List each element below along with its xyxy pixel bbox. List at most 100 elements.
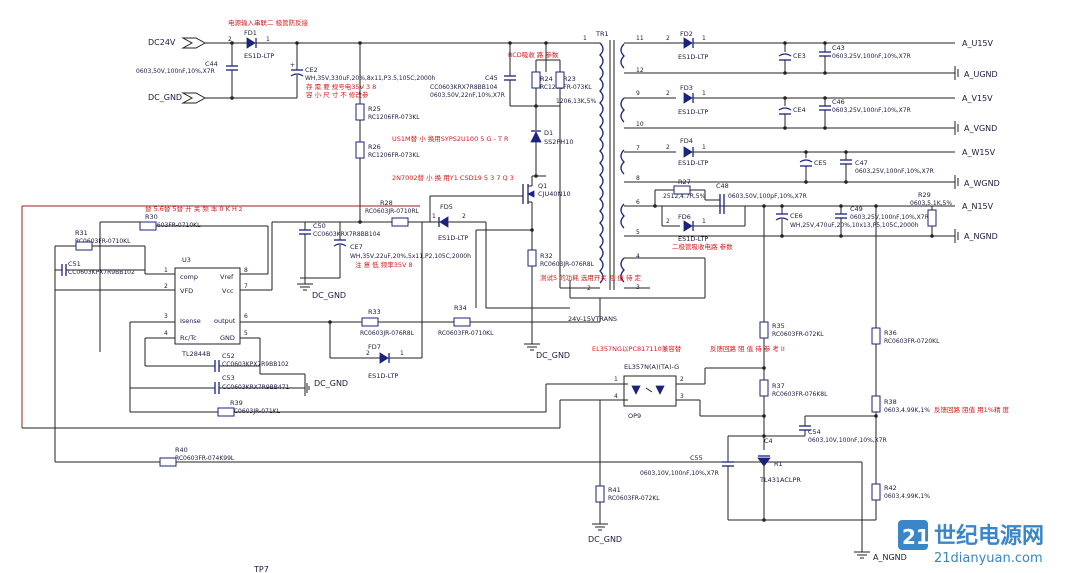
c43-val: 0603,25V,100nF,10%,X7R bbox=[832, 53, 911, 60]
svg-text:7: 7 bbox=[636, 145, 640, 152]
u3-pin-rctc: Rc/Tc bbox=[180, 334, 197, 342]
c51-ref: C51 bbox=[68, 260, 81, 268]
note-cap-size-2: 容 小 尺 寸 不 修改参 bbox=[306, 90, 369, 99]
ce4-ref: CE4 bbox=[793, 106, 806, 114]
svg-text:1: 1 bbox=[400, 350, 404, 357]
fd6-val: ES1D-LTP bbox=[678, 235, 708, 243]
r28-val: RC0603JR-0710RL bbox=[365, 208, 420, 215]
r38-ref: R38 bbox=[884, 398, 897, 406]
mosfet-q1: 2N7002替 小 换 用Y1 CSD19 5 3 7 Q 3 Q1 CJU40… bbox=[392, 173, 595, 360]
net-a-v15v: A_V15V bbox=[962, 94, 993, 103]
svg-text:1: 1 bbox=[702, 35, 706, 42]
tr1-val: 24V-15VTRANS bbox=[568, 315, 617, 323]
rail-n15v: R27 2512,4.7R,5% C48 0603,50V,100pF,10%,… bbox=[624, 178, 998, 251]
r41-ref: R41 bbox=[608, 486, 621, 494]
c44-ref: C44 bbox=[205, 60, 218, 68]
r30-resistor bbox=[139, 221, 157, 231]
net-dc-gnd-mid: DC_GND bbox=[312, 291, 346, 300]
svg-text:2: 2 bbox=[462, 213, 466, 220]
c48-ref: C48 bbox=[716, 182, 729, 190]
u3-ref: U3 bbox=[182, 256, 191, 264]
r27-ref: R27 bbox=[678, 178, 691, 186]
net-a-vgnd: A_VGND bbox=[964, 124, 997, 133]
r35-ref: R35 bbox=[772, 322, 785, 330]
svg-text:2: 2 bbox=[666, 35, 670, 42]
svg-text:3: 3 bbox=[680, 393, 684, 400]
r29-ref: R29 bbox=[918, 191, 931, 199]
note-2n7002: 2N7002替 小 换 用Y1 CSD19 5 3 7 Q 3 bbox=[392, 173, 514, 182]
r36-val: RC0603FR-0720KL bbox=[884, 338, 940, 345]
r33-val: RC0603JR-076R8L bbox=[360, 330, 415, 337]
c55-ref: C55 bbox=[690, 454, 703, 462]
fd5-diode bbox=[439, 216, 449, 228]
r24-resistor bbox=[531, 71, 541, 89]
r40-branch: R40 RC0603FR-074K99L TP7 bbox=[54, 290, 862, 573]
r34-val: RC0603FR-0710KL bbox=[438, 330, 494, 337]
r24-ref: R24 bbox=[540, 75, 553, 83]
c54-val: 0603,10V,100nF,10%,X7R bbox=[808, 437, 887, 444]
optocoupler-op9: EL357NG以PC817110兼容替 反馈回路 阻 值 待 参 考 II EL… bbox=[588, 344, 785, 544]
r1-ref: R1 bbox=[774, 460, 783, 468]
svg-text:5: 5 bbox=[636, 229, 640, 236]
net-a-ngnd: A_NGND bbox=[964, 232, 998, 241]
note-rcd: RCD吸收 路 参数 bbox=[508, 50, 559, 59]
r25-ref: R25 bbox=[368, 105, 381, 113]
net-a-ngnd-bottom: A_NGND bbox=[873, 553, 907, 562]
r29-val: 0603,5.1K,5% bbox=[910, 200, 952, 207]
svg-text:8: 8 bbox=[636, 175, 640, 182]
r26-resistor bbox=[355, 141, 365, 159]
fd7-ref: FD7 bbox=[368, 343, 381, 351]
rcd-snubber: RCD吸收 路 参数 C45 CC0603KRX7R8BB104 0603,50… bbox=[392, 43, 596, 178]
svg-text:12: 12 bbox=[636, 67, 644, 74]
ce3-ref: CE3 bbox=[793, 52, 806, 60]
svg-text:+: + bbox=[290, 62, 295, 69]
r31-val: RC0603FR-0710KL bbox=[75, 238, 131, 245]
ce7-val: WH,35V,22uF,20%,5x11,P2,105C,2000h bbox=[350, 253, 471, 260]
svg-text:8: 8 bbox=[244, 267, 248, 274]
r40-val: RC0603FR-074K99L bbox=[175, 455, 235, 462]
note-feedback-1: 反馈回路 阻 值 待 参 考 II bbox=[710, 344, 785, 353]
port-dc-gnd bbox=[181, 92, 207, 104]
u3-pin-vfd: VFD bbox=[180, 287, 193, 295]
ce2-ref: CE2 bbox=[305, 66, 318, 74]
u3-pin-output: output bbox=[214, 317, 236, 325]
r32-resistor bbox=[527, 249, 537, 267]
r38-resistor bbox=[871, 395, 881, 413]
ce7-ref: CE7 bbox=[350, 243, 363, 251]
r41-val: RC0603FR-072KL bbox=[608, 495, 660, 502]
c49-ref: C49 bbox=[850, 205, 863, 213]
c45-val: CC0603KRX7R8BB104 bbox=[430, 84, 498, 91]
c50-ref: C50 bbox=[313, 222, 326, 230]
r41-resistor bbox=[595, 485, 605, 503]
r31-resistor bbox=[75, 241, 93, 251]
r37-val: RC0603FR-076K8L bbox=[772, 391, 828, 398]
svg-text:1: 1 bbox=[702, 90, 706, 97]
c44-val: 0603,50V,100nF,10%,X7R bbox=[136, 68, 215, 75]
c4-ref: C4 bbox=[764, 437, 773, 445]
fd1-val: ES1D-LTP bbox=[244, 52, 274, 60]
c51-val: CC0603KPX7R9BB102 bbox=[68, 269, 135, 276]
svg-text:2: 2 bbox=[680, 376, 684, 383]
svg-text:4: 4 bbox=[164, 330, 168, 337]
fd5-ref: FD5 bbox=[440, 203, 453, 211]
r42-val: 0603,4.99K,1% bbox=[884, 493, 930, 500]
c45-ref: C45 bbox=[485, 74, 498, 82]
c48-val: 0603,50V,100pF,10%,X7R bbox=[728, 193, 807, 200]
transformer-tr1: TR1 1 2 11 12 9 10 7 8 6 5 4 3 24V-15VTR… bbox=[559, 30, 644, 323]
svg-text:6: 6 bbox=[244, 313, 248, 320]
note-cap-size-1: 存 需 要 规号电35V 3 8 bbox=[306, 82, 376, 91]
ce6-val: WH,25V,470uF,20%,10x13,P5,105C,2000h bbox=[790, 222, 919, 229]
ce5-ref: CE5 bbox=[814, 159, 827, 167]
c53-val: CC0603KRX7R9BB471 bbox=[222, 384, 290, 391]
c54-ref: C54 bbox=[808, 428, 821, 436]
net-a-n15v: A_N15V bbox=[962, 202, 994, 211]
r37-ref: R37 bbox=[772, 382, 785, 390]
r42-ref: R42 bbox=[884, 484, 897, 492]
c55-val: 0603,10V,100nF,10%,X7R bbox=[640, 470, 719, 477]
u3-pin-vcc: Vcc bbox=[222, 287, 234, 295]
r36-ref: R36 bbox=[884, 329, 897, 337]
q1-val: CJU40N10 bbox=[538, 190, 571, 198]
r25-val: RC1206FR-073KL bbox=[368, 114, 420, 121]
